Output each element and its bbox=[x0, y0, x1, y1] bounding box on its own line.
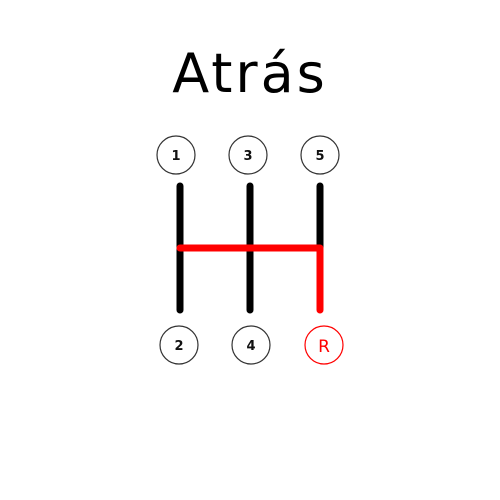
page-title: Atrás bbox=[172, 42, 328, 105]
gear-position-2: 2 bbox=[159, 325, 199, 365]
gear-position-reverse: R bbox=[304, 325, 344, 365]
gear-position-4: 4 bbox=[231, 325, 271, 365]
gear-label-reverse: R bbox=[318, 337, 330, 357]
gear-circle bbox=[300, 135, 340, 175]
gear-circle bbox=[228, 135, 268, 175]
gear-label: 1 bbox=[171, 149, 180, 164]
gear-label: 4 bbox=[246, 339, 255, 354]
gear-position-3: 3 bbox=[228, 135, 268, 175]
gear-circle-highlighted bbox=[304, 325, 344, 365]
reverse-shift-path bbox=[176, 244, 324, 314]
gear-circle bbox=[156, 135, 196, 175]
gear-circle bbox=[159, 325, 199, 365]
gear-position-1: 1 bbox=[156, 135, 196, 175]
gear-label: 2 bbox=[174, 339, 183, 354]
gear-position-5: 5 bbox=[300, 135, 340, 175]
gear-circle bbox=[231, 325, 271, 365]
gear-label: 3 bbox=[243, 149, 252, 164]
gear-label: 5 bbox=[315, 149, 324, 164]
